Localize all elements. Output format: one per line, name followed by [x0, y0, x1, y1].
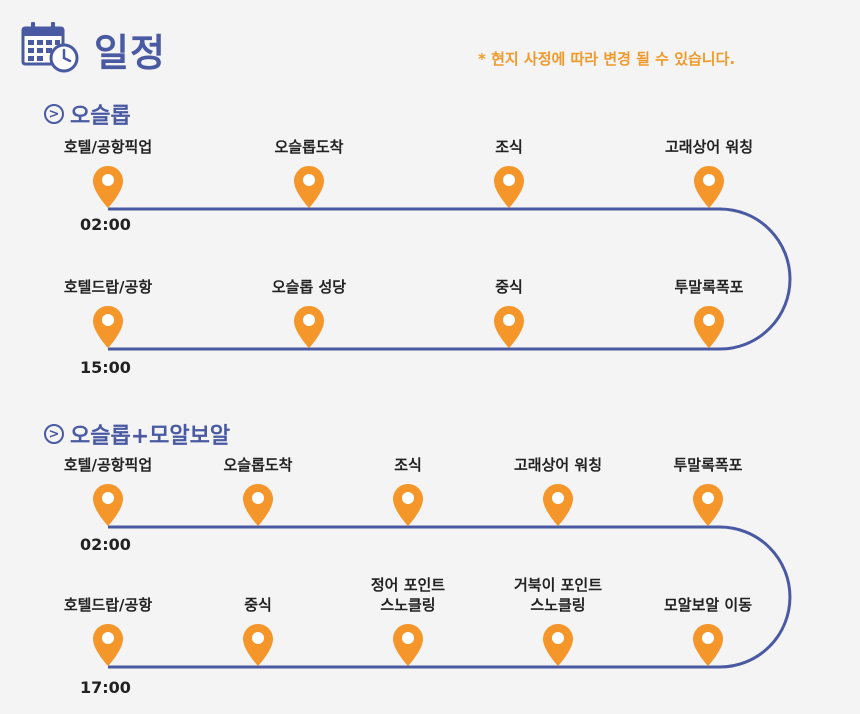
map-pin-icon — [92, 483, 124, 531]
start-time: 02:00 — [80, 535, 131, 554]
stop-label: 조식 — [495, 138, 523, 156]
calendar-clock-icon — [21, 22, 79, 73]
end-time: 15:00 — [80, 358, 131, 377]
map-pin-icon — [92, 165, 124, 213]
start-time: 02:00 — [80, 215, 131, 234]
map-pin-icon — [392, 623, 424, 671]
map-pin-icon — [693, 165, 725, 213]
section-title-oslob[interactable]: > 오슬롭 — [44, 98, 131, 130]
stop-label: 정어 포인트 스노클링 — [370, 576, 446, 614]
map-pin-icon — [392, 483, 424, 531]
stop-label: 고래상어 워칭 — [513, 456, 603, 474]
stop-label: 중식 — [495, 278, 523, 296]
stop-label: 모알보알 이동 — [663, 596, 753, 614]
stop-label: 오슬롭도착 — [274, 138, 344, 156]
section-title-label: 오슬롭 — [70, 104, 131, 129]
map-pin-icon — [293, 165, 325, 213]
stop-label: 중식 — [244, 596, 272, 614]
section-title-oslob-moalboal[interactable]: > 오슬롭+모알보알 — [44, 418, 230, 450]
map-pin-icon — [92, 623, 124, 671]
page-title: 일정 — [94, 31, 166, 75]
stop-label: 오슬롭 성당 — [271, 278, 347, 296]
map-pin-icon — [242, 623, 274, 671]
schedule-notice: * 현지 사정에 따라 변경 될 수 있습니다. — [478, 50, 736, 68]
stop-label: 투말록폭포 — [674, 278, 744, 296]
map-pin-icon — [493, 165, 525, 213]
map-pin-icon — [542, 623, 574, 671]
map-pin-icon — [242, 483, 274, 531]
map-pin-icon — [542, 483, 574, 531]
map-pin-icon — [692, 623, 724, 671]
section-title-label: 오슬롭+모알보알 — [70, 424, 231, 449]
stop-label: 오슬롭도착 — [223, 456, 293, 474]
chevron-right-icon: > — [44, 104, 64, 124]
stop-label: 거북이 포인트 스노클링 — [513, 576, 603, 614]
map-pin-icon — [493, 305, 525, 353]
stop-label: 고래상어 워칭 — [664, 138, 754, 156]
stop-label: 조식 — [394, 456, 422, 474]
chevron-right-icon: > — [44, 424, 64, 444]
map-pin-icon — [692, 483, 724, 531]
stop-label: 호텔드랍/공항 — [63, 278, 153, 296]
stop-label: 호텔/공항픽업 — [63, 456, 153, 474]
end-time: 17:00 — [80, 678, 131, 697]
map-pin-icon — [293, 305, 325, 353]
stop-label: 호텔/공항픽업 — [63, 138, 153, 156]
map-pin-icon — [92, 305, 124, 353]
stop-label: 투말록폭포 — [673, 456, 743, 474]
map-pin-icon — [693, 305, 725, 353]
stop-label: 호텔드랍/공항 — [63, 596, 153, 614]
